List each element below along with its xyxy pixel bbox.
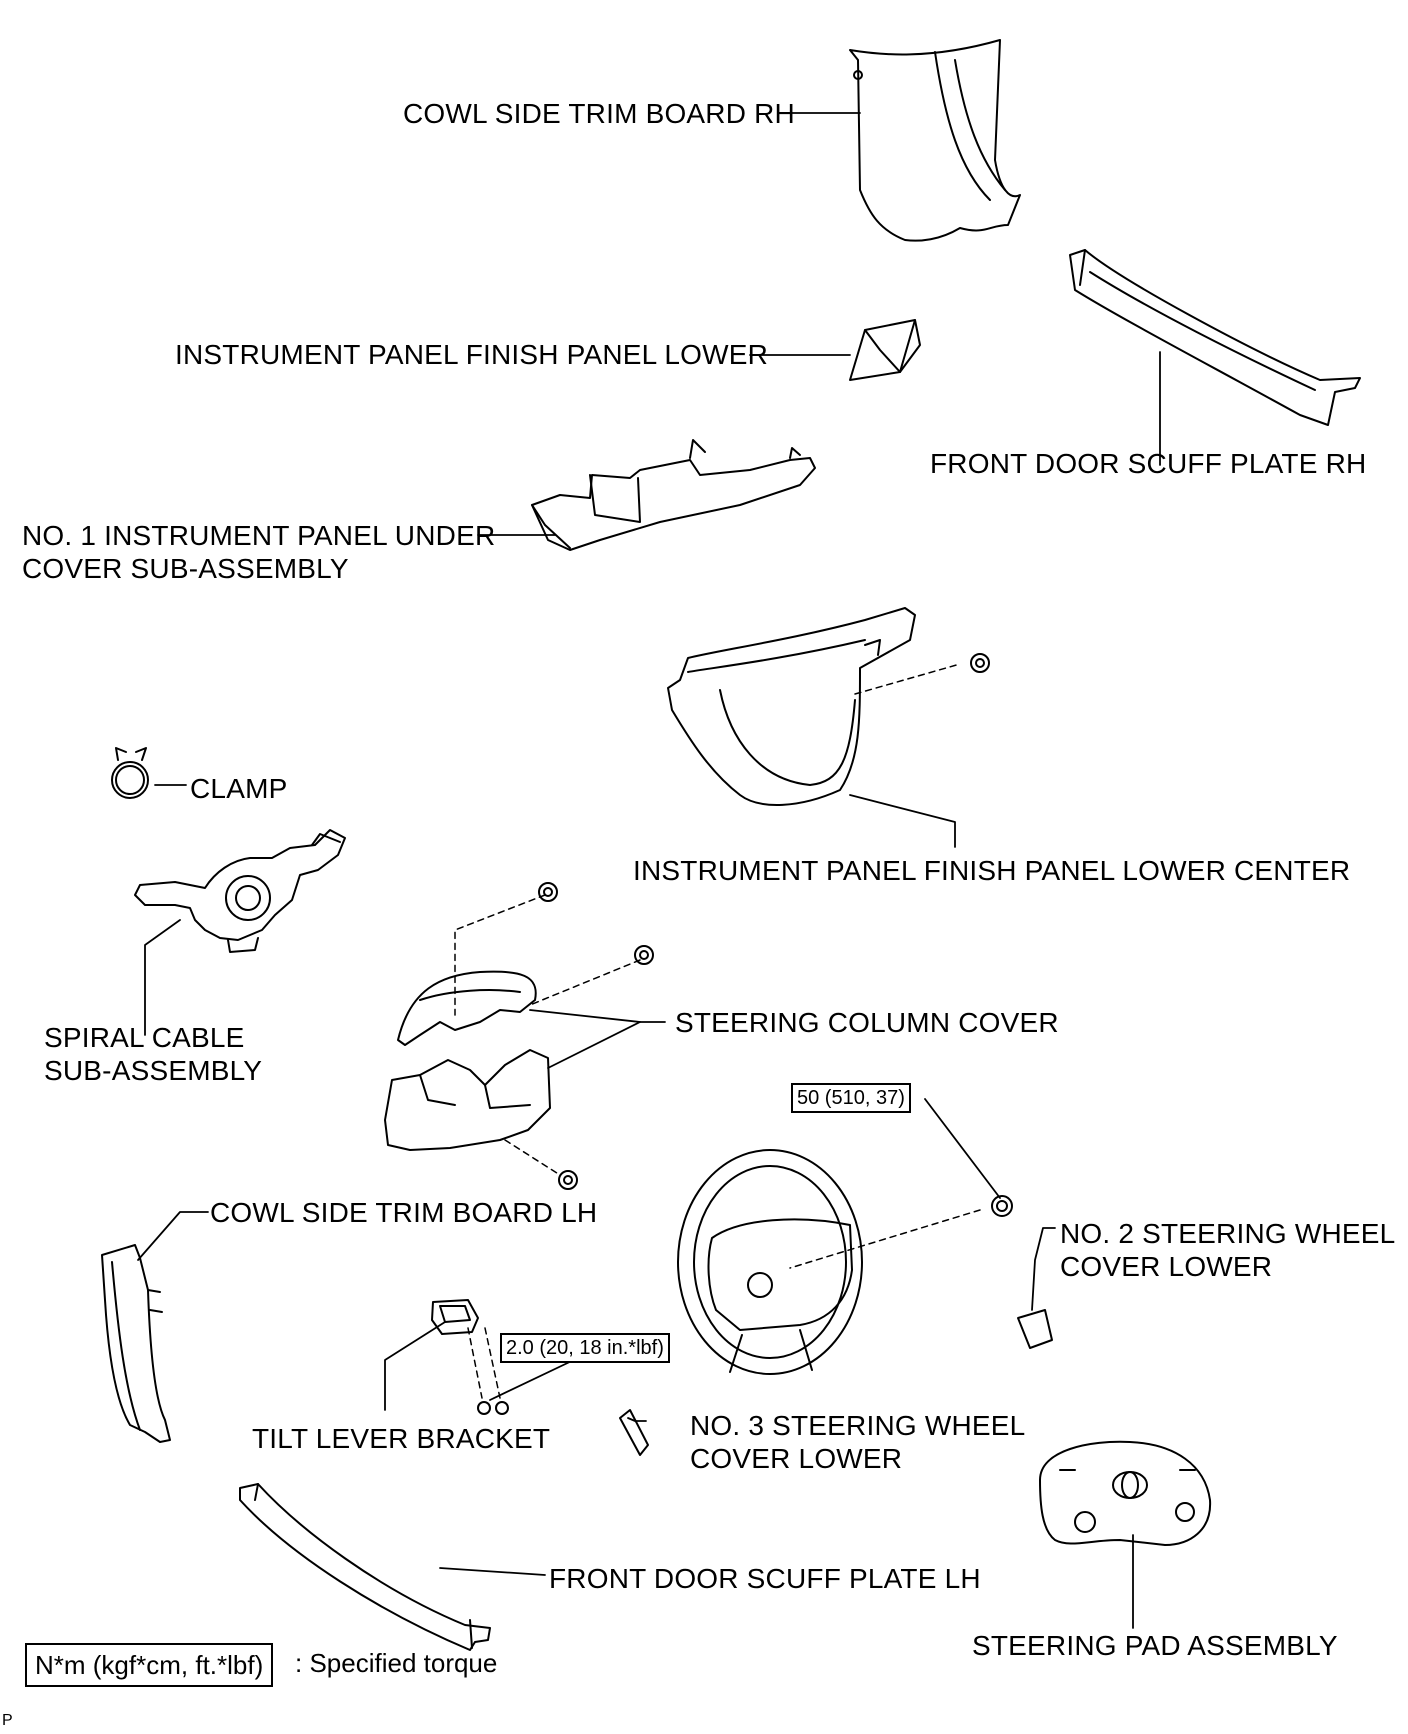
label-no3-steering-wheel-cover-line2: COVER LOWER bbox=[690, 1443, 903, 1474]
label-tilt-lever-bracket: TILT LEVER BRACKET bbox=[252, 1423, 551, 1454]
spiral-cable-sub-assembly bbox=[134, 829, 346, 953]
label-cowl-side-trim-board-lh: COWL SIDE TRIM BOARD LH bbox=[210, 1197, 598, 1228]
label-no1-under-cover-line2: COVER SUB-ASSEMBLY bbox=[22, 553, 349, 584]
label-no1-under-cover-line1: NO. 1 INSTRUMENT PANEL UNDER bbox=[22, 520, 496, 551]
torque-tilt-lever-bolt: 2.0 (20, 18 in.*lbf) bbox=[500, 1333, 670, 1363]
label-spiral-cable-line1: SPIRAL CABLE bbox=[44, 1022, 245, 1053]
label-cowl-side-trim-board-rh: COWL SIDE TRIM BOARD RH bbox=[403, 98, 795, 129]
instrument-panel-finish-panel-lower-center bbox=[667, 607, 916, 807]
front-door-scuff-plate-rh bbox=[1069, 249, 1361, 426]
label-ip-finish-panel-lower-center: INSTRUMENT PANEL FINISH PANEL LOWER CENT… bbox=[633, 855, 1351, 886]
legend-torque-meaning: : Specified torque bbox=[295, 1648, 498, 1678]
label-front-door-scuff-plate-lh: FRONT DOOR SCUFF PLATE LH bbox=[549, 1563, 981, 1594]
tilt-lever-bracket bbox=[431, 1299, 479, 1335]
label-clamp: CLAMP bbox=[190, 773, 288, 804]
instrument-panel-finish-panel-lower bbox=[849, 319, 921, 381]
label-no2-steering-wheel-cover-line1: NO. 2 STEERING WHEEL bbox=[1060, 1218, 1396, 1249]
label-steering-pad-assembly: STEERING PAD ASSEMBLY bbox=[972, 1630, 1338, 1661]
leader-lines bbox=[137, 112, 1161, 1629]
steering-wheel bbox=[677, 1149, 863, 1375]
steering-column-cover-lower bbox=[384, 1049, 551, 1151]
clamp-part bbox=[111, 747, 149, 799]
no3-steering-wheel-cover-lower bbox=[619, 1409, 649, 1456]
cowl-side-trim-board-lh bbox=[101, 1244, 171, 1443]
label-spiral-cable-line2: SUB-ASSEMBLY bbox=[44, 1055, 263, 1086]
legend-torque-unit-box: N*m (kgf*cm, ft.*lbf) bbox=[25, 1643, 274, 1687]
label-no3-steering-wheel-cover-line1: NO. 3 STEERING WHEEL bbox=[690, 1410, 1026, 1441]
dashed-lines bbox=[454, 663, 981, 1399]
label-front-door-scuff-plate-rh: FRONT DOOR SCUFF PLATE RH bbox=[930, 448, 1367, 479]
steering-pad-assembly bbox=[1039, 1440, 1212, 1546]
torque-steering-wheel-nut: 50 (510, 37) bbox=[791, 1083, 911, 1113]
no2-steering-wheel-cover-lower bbox=[1017, 1309, 1053, 1349]
corner-mark: P bbox=[2, 1712, 13, 1729]
label-ip-finish-panel-lower: INSTRUMENT PANEL FINISH PANEL LOWER bbox=[175, 339, 769, 370]
bolts bbox=[477, 653, 1013, 1415]
steering-column-cover-upper bbox=[397, 970, 537, 1046]
label-steering-column-cover: STEERING COLUMN COVER bbox=[675, 1007, 1059, 1038]
label-no2-steering-wheel-cover-line2: COVER LOWER bbox=[1060, 1251, 1273, 1282]
front-door-scuff-plate-lh bbox=[239, 1483, 491, 1651]
no1-instrument-panel-under-cover bbox=[531, 439, 816, 551]
cowl-side-trim-board-rh bbox=[849, 39, 1021, 242]
